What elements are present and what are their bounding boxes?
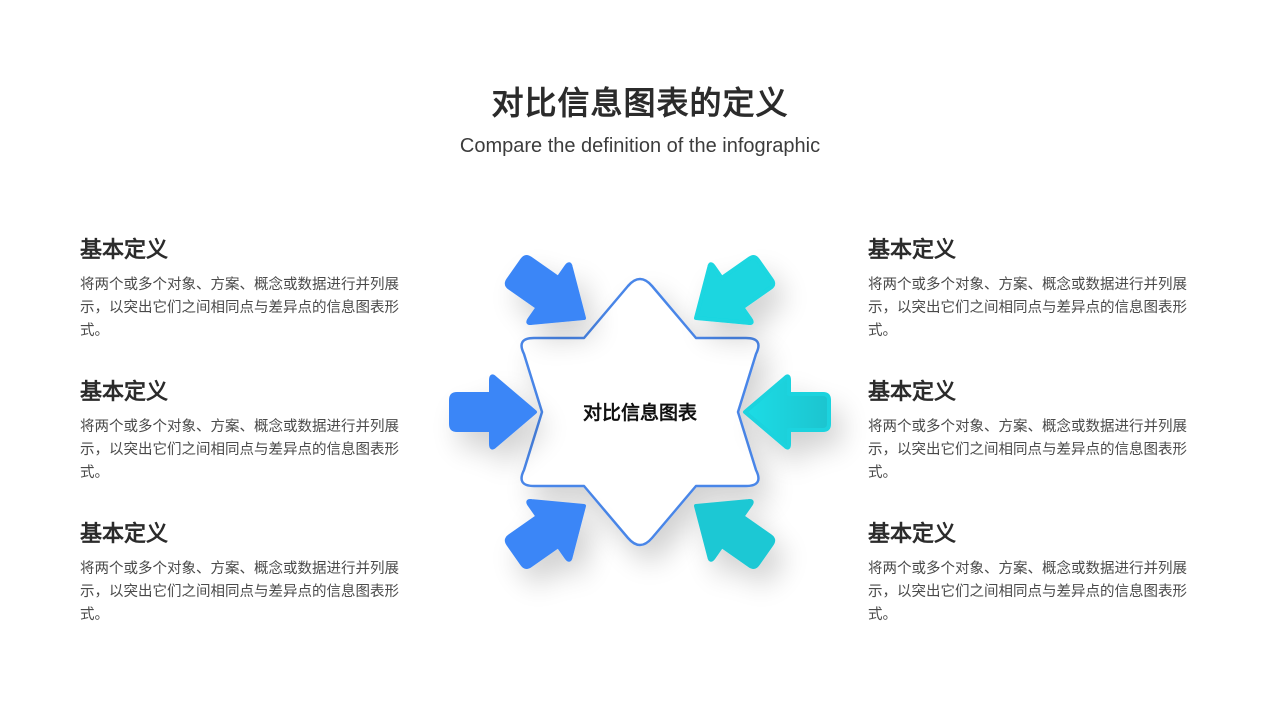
center-label: 对比信息图表 [582,402,697,424]
arrow-down-left-icon [673,238,788,350]
left-block-2: 基本定义 将两个或多个对象、方案、概念或数据进行并列展示，以突出它们之间相同点与… [80,378,410,485]
block-heading: 基本定义 [868,522,957,547]
block-heading: 基本定义 [80,238,169,263]
arrow-up-left-icon [673,474,788,586]
page-subtitle: Compare the definition of the infographi… [459,135,821,157]
arrow-down-right-icon [492,238,607,350]
right-block-3: 基本定义 将两个或多个对象、方案、概念或数据进行并列展示，以突出它们之间相同点与… [868,520,1198,627]
block-description: 将两个或多个对象、方案、概念或数据进行并列展示，以突出它们之间相同点与差异点的信… [80,561,399,623]
right-block-2: 基本定义 将两个或多个对象、方案、概念或数据进行并列展示，以突出它们之间相同点与… [868,378,1198,485]
block-heading: 基本定义 [80,380,169,405]
block-description: 将两个或多个对象、方案、概念或数据进行并列展示，以突出它们之间相同点与差异点的信… [80,419,399,481]
page-title: 对比信息图表的定义 [491,84,789,122]
right-block-1: 基本定义 将两个或多个对象、方案、概念或数据进行并列展示，以突出它们之间相同点与… [868,236,1198,343]
star-shape [520,277,760,547]
block-heading: 基本定义 [80,522,169,547]
block-heading: 基本定义 [868,238,957,263]
arrow-right-icon [449,374,537,450]
arrow-up-right-icon [492,474,607,586]
block-description: 将两个或多个对象、方案、概念或数据进行并列展示，以突出它们之间相同点与差异点的信… [80,277,399,339]
block-description: 将两个或多个对象、方案、概念或数据进行并列展示，以突出它们之间相同点与差异点的信… [868,277,1187,339]
block-description: 将两个或多个对象、方案、概念或数据进行并列展示，以突出它们之间相同点与差异点的信… [868,419,1187,481]
left-block-3: 基本定义 将两个或多个对象、方案、概念或数据进行并列展示，以突出它们之间相同点与… [80,520,410,627]
block-description: 将两个或多个对象、方案、概念或数据进行并列展示，以突出它们之间相同点与差异点的信… [868,561,1187,623]
arrow-left-icon [743,374,831,450]
left-block-1: 基本定义 将两个或多个对象、方案、概念或数据进行并列展示，以突出它们之间相同点与… [80,236,410,343]
block-heading: 基本定义 [868,380,957,405]
